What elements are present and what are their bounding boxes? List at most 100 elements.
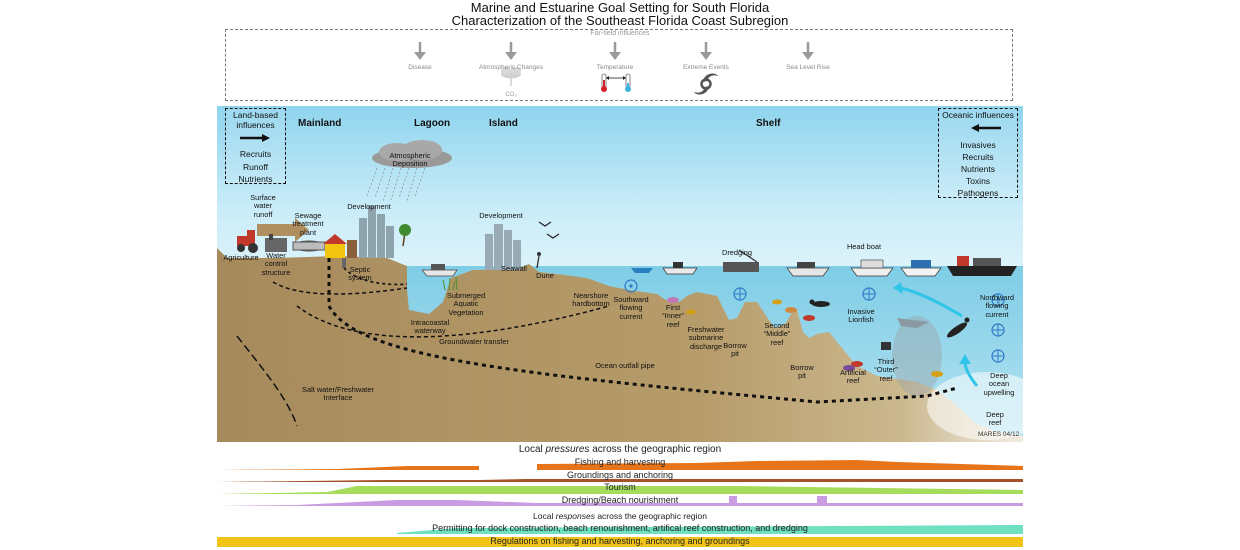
groundings-pressure-band	[217, 479, 1023, 482]
pressures-heading: Local pressures across the geographic re…	[518, 444, 722, 455]
oceanic-nutrients: Nutrients	[960, 164, 995, 174]
arrow-left-icon	[971, 124, 1001, 132]
oceanic-title: Oceanic influences	[942, 110, 1014, 120]
land-based-nutrients: Nutrients	[238, 174, 273, 184]
far-field-label-disease: Disease	[408, 64, 432, 71]
oceanic-toxins: Toxins	[965, 176, 991, 186]
lagoon-boat-icon	[421, 264, 458, 277]
label-first-reef: First“Inner”reef	[662, 303, 684, 329]
label-agriculture: Agriculture	[223, 253, 259, 262]
far-field-label-atmospheric: Atmospheric Changes	[479, 64, 543, 71]
house-icon	[323, 234, 357, 258]
reef-corals-icon	[667, 297, 891, 371]
northward-current-icon-3	[991, 349, 1005, 363]
response-regulations-label: Regulations on fishing and harvesting, a…	[490, 536, 750, 546]
title-line-2: Characterization of the Southeast Florid…	[451, 13, 789, 28]
responses-heading: Local responses across the geographic re…	[533, 511, 707, 521]
southward-current-icon	[624, 279, 638, 293]
response-permitting-label: Permitting for dock construction, beach …	[432, 523, 808, 533]
shark-icon	[897, 318, 929, 328]
water-control-icon	[265, 234, 287, 252]
zone-shelf: Shelf	[756, 118, 781, 129]
septic-system-icon	[342, 258, 408, 286]
saltwater-interface	[236, 335, 298, 427]
birds-icon	[538, 221, 560, 239]
pressure-dredging-label: Dredging/Beach nourishment	[561, 495, 679, 505]
disease-arrow-icon	[414, 42, 426, 60]
title-line-1: Marine and Estuarine Goal Setting for So…	[470, 0, 770, 15]
yacht-icon	[900, 260, 942, 277]
far-field-label-temperature: Temperature	[596, 64, 634, 71]
diver-icon-2	[946, 317, 970, 338]
zone-mainland: Mainland	[298, 118, 342, 129]
responses-bars	[217, 525, 1023, 547]
zone-lagoon: Lagoon	[414, 118, 451, 129]
zone-island: Island	[489, 118, 518, 129]
arrow-right-icon	[240, 134, 270, 142]
tourism-pressure-band	[217, 486, 1023, 494]
outfall-pipe	[327, 258, 958, 404]
label-development-island: Development	[479, 211, 523, 220]
fish-group-icon	[686, 299, 943, 377]
label-seawall: Seawall	[501, 264, 527, 273]
pressure-fishing-label: Fishing and harvesting	[574, 457, 666, 467]
cargo-ship-icon	[947, 256, 1017, 276]
septic-line	[272, 281, 408, 295]
credit-label: MARES 04/12	[978, 431, 1020, 438]
temperature-arrow-icon	[609, 42, 621, 60]
city-buildings-icon	[359, 206, 394, 258]
far-field-box	[225, 29, 1013, 101]
northward-current-icon-2	[991, 323, 1005, 337]
oceanic-box: Oceanic influences Invasives Recruits Nu…	[938, 108, 1018, 198]
pressures-bars	[217, 460, 1023, 506]
far-field-heading: Far-field influences	[590, 30, 650, 37]
land-based-runoff: Runoff	[243, 161, 268, 172]
dredge-icon	[723, 249, 759, 272]
label-development-mainland: Development	[347, 202, 391, 211]
oceanic-recruits: Recruits	[962, 152, 994, 162]
co2-label: CO₂	[505, 92, 517, 98]
diver-icon-1	[809, 299, 830, 307]
sav-icon	[442, 276, 458, 291]
pressure-groundings-label: Groundings and anchoring	[566, 470, 674, 480]
oceanic-invasives: Invasives	[960, 140, 996, 150]
sewage-plant-icon	[292, 240, 326, 252]
land-based-recruits: Recruits	[239, 149, 272, 159]
oceanic-pathogens: Pathogens	[957, 188, 999, 198]
label-third-reef: Third“Outer”reef	[874, 357, 898, 383]
regulations-response-band	[217, 537, 1023, 547]
current-cross-icon-1	[733, 287, 747, 301]
seafloor-ground	[217, 248, 1023, 442]
beach-person-icon	[536, 252, 541, 269]
fishing-pressure-band	[217, 460, 1023, 470]
tree-icon	[399, 224, 411, 247]
permitting-response-band	[397, 525, 1023, 534]
boat-icon-2	[786, 262, 830, 277]
extreme-events-arrow-icon	[700, 42, 712, 60]
label-second-reef: Second“Middle”reef	[763, 321, 791, 347]
thermometer-icon	[601, 73, 631, 92]
tractor-icon	[237, 230, 258, 253]
atmospheric-arrow-icon	[505, 42, 517, 60]
jetski-icon	[631, 268, 653, 273]
land-based-title-2: influences	[236, 120, 275, 130]
far-field-icons	[414, 42, 814, 95]
label-ocean-outfall: Ocean outfall pipe	[595, 361, 655, 370]
hurricane-icon	[694, 73, 718, 95]
